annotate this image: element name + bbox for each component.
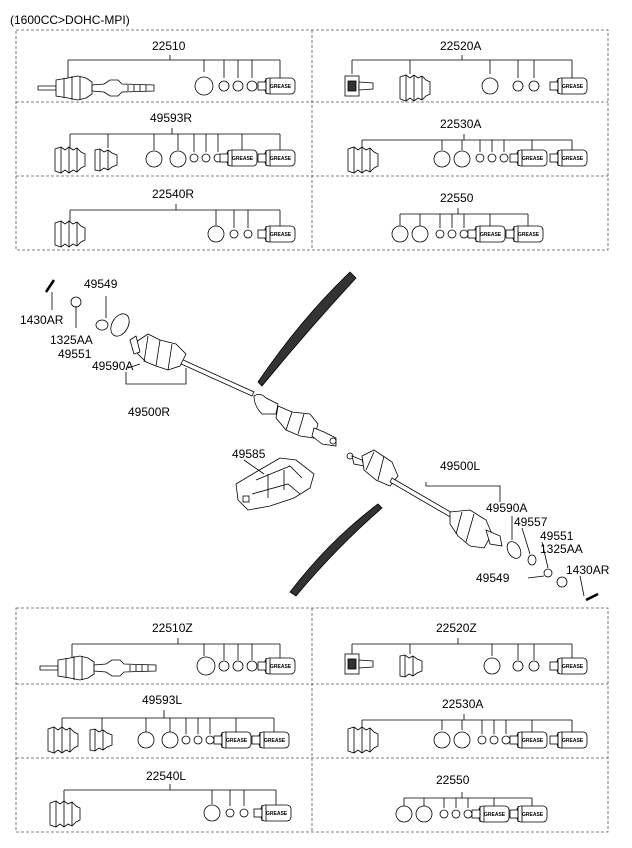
grease-label: GREASE	[270, 84, 292, 90]
kit-label: 22540L	[146, 769, 186, 783]
part-label-1430AR-left: 1430AR	[566, 563, 610, 577]
grease-label: GREASE	[484, 812, 506, 818]
kit-label: 22520Z	[436, 621, 477, 635]
kit-label: 22540R	[152, 187, 194, 201]
kit-22540L: 22540L GREASE	[49, 769, 292, 828]
grease-label: GREASE	[270, 156, 292, 162]
kit-label: 22530A	[440, 117, 481, 131]
grease-label: GREASE	[266, 811, 288, 817]
part-label-49557: 49557	[514, 515, 548, 529]
grease-label: GREASE	[264, 738, 286, 744]
part-label-49500L: 49500L	[440, 459, 480, 473]
grease-label: GREASE	[522, 812, 544, 818]
kit-49593R: 49593R GREASE GREASE	[54, 111, 296, 174]
kit-22510Z: 22510Z GREASE	[39, 621, 296, 681]
grease-label: GREASE	[522, 738, 544, 744]
part-label-49585: 49585	[232, 447, 266, 461]
part-label-49590A-left: 49590A	[486, 501, 527, 515]
left-drive-shaft	[346, 449, 599, 602]
part-label-1325AA-left: 1325AA	[540, 542, 583, 556]
part-label-49500R: 49500R	[128, 405, 170, 419]
grease-label: GREASE	[562, 664, 584, 670]
part-label-49549-right: 49549	[84, 277, 118, 291]
middle-assembly: 1430AR 49549 1325AA 49551 49590A 49500R …	[20, 271, 610, 602]
kit-label: 22510Z	[152, 621, 193, 635]
grease-label: GREASE	[232, 156, 254, 162]
grease-label: GREASE	[518, 232, 540, 238]
kit-22520A: 22520A GREASE	[344, 39, 588, 102]
snap-ring-icon	[194, 76, 214, 96]
kit-label: 49593R	[150, 111, 192, 125]
kit-22540R: 22540R GREASE	[54, 187, 296, 248]
part-label-49551-right: 49551	[58, 347, 92, 361]
kit-label: 22550	[440, 191, 474, 205]
part-label-49590A-right: 49590A	[92, 359, 133, 373]
kit-22510: 22510 GREASE	[37, 39, 296, 101]
bottom-kit-grid	[15, 607, 609, 833]
bracket-49585	[235, 457, 315, 511]
kit-label: 22510	[152, 39, 186, 53]
grease-label: GREASE	[562, 84, 584, 90]
grease-label: GREASE	[270, 664, 292, 670]
separator-curve-top	[257, 271, 357, 387]
grease-label: GREASE	[480, 232, 502, 238]
kit-label: 22530A	[442, 697, 483, 711]
part-label-49549-left: 49549	[476, 571, 510, 585]
engine-variant-header: (1600CC>DOHC-MPI)	[10, 13, 130, 27]
kit-22550-bottom: 22550 GREASE GREASE	[395, 773, 548, 823]
grease-label: GREASE	[562, 156, 584, 162]
grease-label: GREASE	[270, 232, 292, 238]
part-label-49551-left: 49551	[540, 529, 574, 543]
kit-49593L: 49593L GREASE GREASE	[47, 693, 290, 754]
kit-22530A-top: 22530A GREASE GREASE	[347, 117, 588, 174]
grease-label: GREASE	[562, 738, 584, 744]
part-label-1430AR-right: 1430AR	[20, 313, 64, 327]
kit-label: 22550	[436, 773, 470, 787]
grease-label: GREASE	[522, 156, 544, 162]
kit-22530A-bottom: 22530A GREASE GREASE	[347, 697, 588, 754]
kit-22550-top: 22550 GREASE GREASE	[391, 191, 544, 243]
top-kit-grid	[15, 29, 609, 251]
grease-label: GREASE	[226, 738, 248, 744]
kit-22520Z: 22520Z GREASE	[344, 621, 588, 678]
right-drive-shaft	[129, 333, 337, 447]
separator-curve-bottom	[289, 503, 383, 597]
kit-label: 49593L	[142, 693, 182, 707]
part-label-1325AA-right: 1325AA	[50, 333, 93, 347]
kit-label: 22520A	[440, 39, 481, 53]
